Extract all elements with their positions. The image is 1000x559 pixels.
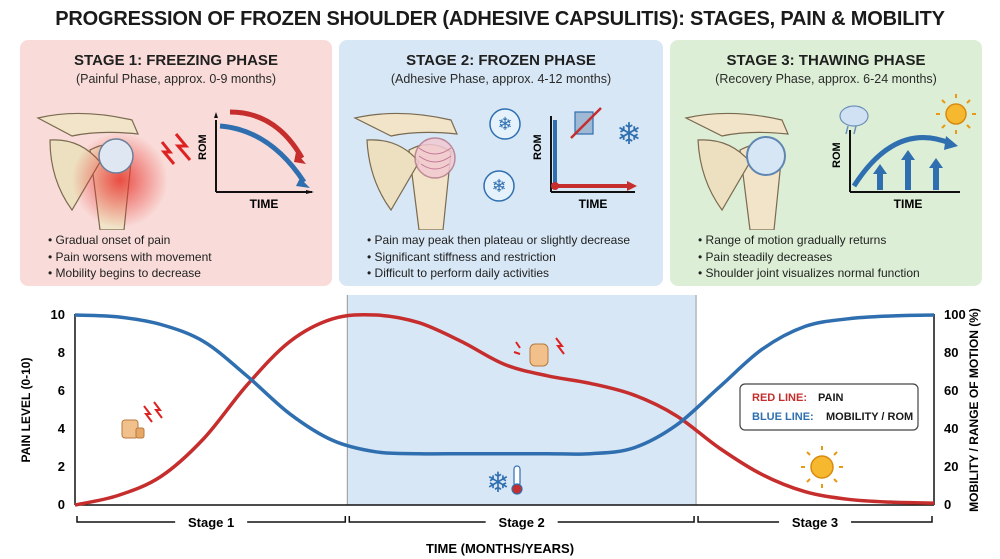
stage-2-bullet: Significant stiffness and restriction bbox=[367, 249, 630, 266]
pain-mobility-chart: 0 2 4 6 8 10 0 20 40 60 80 100 PAIN LEVEL (0-10) M… bbox=[19, 295, 981, 556]
svg-text:❄: ❄ bbox=[486, 466, 509, 499]
time-axis-label: TIME bbox=[250, 197, 279, 211]
stage-1-bullet: Gradual onset of pain bbox=[48, 232, 212, 249]
stage-2-card: STAGE 2: FROZEN PHASE (Adhesive Phase, a… bbox=[339, 40, 663, 286]
svg-text:❄: ❄ bbox=[616, 117, 641, 152]
stage-2-bullet: Difficult to perform daily activities bbox=[367, 265, 630, 282]
left-axis-label: PAIN LEVEL (0-10) bbox=[19, 358, 33, 463]
stage-1-subtitle: (Painful Phase, approx. 0-9 months) bbox=[75, 72, 277, 86]
stage-3-title: STAGE 3: THAWING PHASE bbox=[726, 52, 926, 69]
time-axis-label: TIME bbox=[894, 197, 923, 211]
right-tick-label: 40 bbox=[944, 421, 958, 436]
thumbs-pain-icon bbox=[121, 401, 163, 439]
right-tick-label: 20 bbox=[944, 459, 958, 474]
lightning-pain-icon bbox=[160, 133, 192, 165]
stage-1-illustration: ROM TIME bbox=[36, 109, 314, 230]
rom-series-line bbox=[74, 313, 935, 456]
stage-3-bullet: Pain steadily decreases bbox=[698, 249, 920, 266]
right-tick-labels: 0 20 40 60 80 100 bbox=[944, 307, 966, 512]
frozen-stage-band bbox=[347, 295, 697, 505]
stage-2-bullet: Pain may peak then plateau or slightly d… bbox=[367, 232, 631, 249]
stage-1-bullet: Mobility begins to decrease bbox=[48, 265, 212, 282]
rom-axis-label: ROM bbox=[532, 134, 544, 160]
time-axis-label: TIME bbox=[579, 197, 608, 211]
stage-3-bullet: Shoulder joint visualizes normal functio… bbox=[698, 265, 920, 282]
stage-3-bullets: Range of motion gradually returns Pain s… bbox=[698, 232, 920, 282]
shoulder-joint-icon bbox=[36, 112, 168, 230]
svg-text:❄: ❄ bbox=[491, 176, 506, 197]
rom-recovery-graph: ROM TIME bbox=[831, 130, 960, 211]
stage-2-subtitle: (Adhesive Phase, approx. 4-12 months) bbox=[390, 72, 612, 86]
legend-pain-text: PAIN bbox=[818, 392, 844, 404]
snowflake-icon: ❄ ❄ ❄ bbox=[483, 108, 642, 202]
rom-decline-graph: ROM TIME bbox=[197, 109, 314, 211]
legend-pain-key: RED LINE: bbox=[752, 392, 807, 404]
chart-legend: RED LINE: PAIN BLUE LINE: MOBILITY / ROM bbox=[739, 383, 919, 431]
rom-axis-label: ROM bbox=[197, 134, 209, 160]
right-tick-label: 60 bbox=[944, 383, 958, 398]
stage-label: Stage 1 bbox=[188, 515, 234, 530]
sun-icon bbox=[936, 94, 976, 134]
stage-1-bullet: Pain worsens with movement bbox=[48, 249, 212, 266]
left-tick-label: 8 bbox=[58, 345, 65, 360]
right-tick-label: 80 bbox=[944, 345, 958, 360]
legend-rom-text: MOBILITY / ROM bbox=[826, 411, 913, 423]
stage-3-card: STAGE 3: THAWING PHASE (Recovery Phase, … bbox=[670, 40, 982, 286]
hand-pain-icon bbox=[513, 337, 565, 367]
stage-2-illustration: ❄ ❄ ❄ ROM TIME bbox=[353, 107, 642, 230]
stage-label-bg bbox=[175, 513, 248, 531]
left-tick-label: 0 bbox=[58, 497, 65, 512]
pain-series-line bbox=[74, 312, 935, 507]
legend-rom-key: BLUE LINE: bbox=[752, 411, 814, 423]
stage-label-bg bbox=[485, 513, 558, 531]
shoulder-joint-icon bbox=[353, 112, 458, 230]
stage-1-card: STAGE 1: FREEZING PHASE (Painful Phase, … bbox=[20, 40, 332, 286]
stage-label: Stage 3 bbox=[792, 515, 838, 530]
shoulder-joint-icon bbox=[684, 112, 789, 230]
left-tick-label: 10 bbox=[51, 307, 65, 322]
stage-3-bullet: Range of motion gradually returns bbox=[698, 232, 920, 249]
left-tick-labels: 0 2 4 6 8 10 bbox=[51, 307, 66, 512]
stage-3-illustration: ROM TIME bbox=[684, 94, 976, 230]
left-tick-label: 4 bbox=[58, 421, 66, 436]
x-axis-label: TIME (MONTHS/YEARS) bbox=[426, 541, 574, 556]
left-tick-label: 2 bbox=[58, 459, 65, 474]
snowflake-thermometer-icon: ❄ bbox=[486, 465, 523, 499]
cloud-icon bbox=[839, 105, 869, 135]
right-tick-label: 100 bbox=[944, 307, 966, 322]
stage-brackets: Stage 1 Stage 2 Stage 3 bbox=[76, 513, 933, 531]
right-axis-label: MOBILITY / RANGE OF MOTION (%) bbox=[967, 308, 981, 512]
stage-2-title: STAGE 2: FROZEN PHASE bbox=[406, 52, 596, 69]
stage-1-title: STAGE 1: FREEZING PHASE bbox=[74, 52, 278, 69]
left-tick-label: 6 bbox=[58, 383, 65, 398]
stage-3-subtitle: (Recovery Phase, approx. 6-24 months) bbox=[715, 72, 937, 86]
page-title: PROGRESSION OF FROZEN SHOULDER (ADHESIVE… bbox=[55, 8, 945, 30]
stage-1-bullets: Gradual onset of pain Pain worsens with … bbox=[48, 232, 212, 282]
sun-icon bbox=[801, 446, 843, 488]
stage-2-bullets: Pain may peak then plateau or slightly d… bbox=[367, 232, 631, 282]
rom-restricted-graph: ROM TIME bbox=[532, 107, 637, 211]
stage-label: Stage 2 bbox=[499, 515, 545, 530]
rom-axis-label: ROM bbox=[831, 142, 843, 168]
svg-text:❄: ❄ bbox=[497, 114, 512, 135]
right-tick-label: 0 bbox=[944, 497, 951, 512]
stage-label-bg bbox=[779, 513, 852, 531]
